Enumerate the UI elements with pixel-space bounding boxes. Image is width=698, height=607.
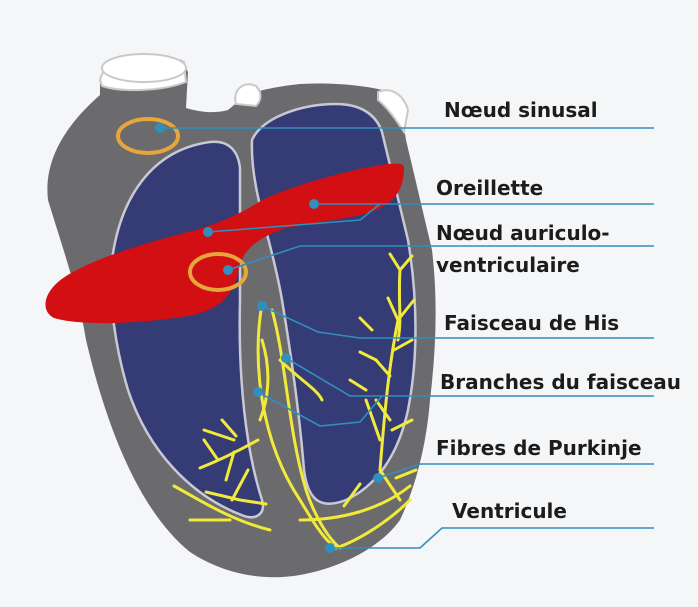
small-vessel: [235, 84, 260, 106]
label-oreillette: Oreillette: [436, 176, 543, 200]
label-noeud-av-line2: ventriculaire: [436, 253, 580, 277]
label-noeud-av-line1: Nœud auriculo-: [436, 221, 610, 245]
leader-line-purkinje: [378, 464, 654, 478]
label-ventricule: Ventricule: [452, 499, 567, 523]
label-purkinje: Fibres de Purkinje: [436, 436, 642, 460]
label-branches: Branches du faisceau: [440, 370, 681, 394]
label-noeud-sinusal: Nœud sinusal: [444, 98, 598, 122]
label-faisceau-his: Faisceau de His: [444, 311, 619, 335]
aorta-opening: [102, 54, 186, 82]
